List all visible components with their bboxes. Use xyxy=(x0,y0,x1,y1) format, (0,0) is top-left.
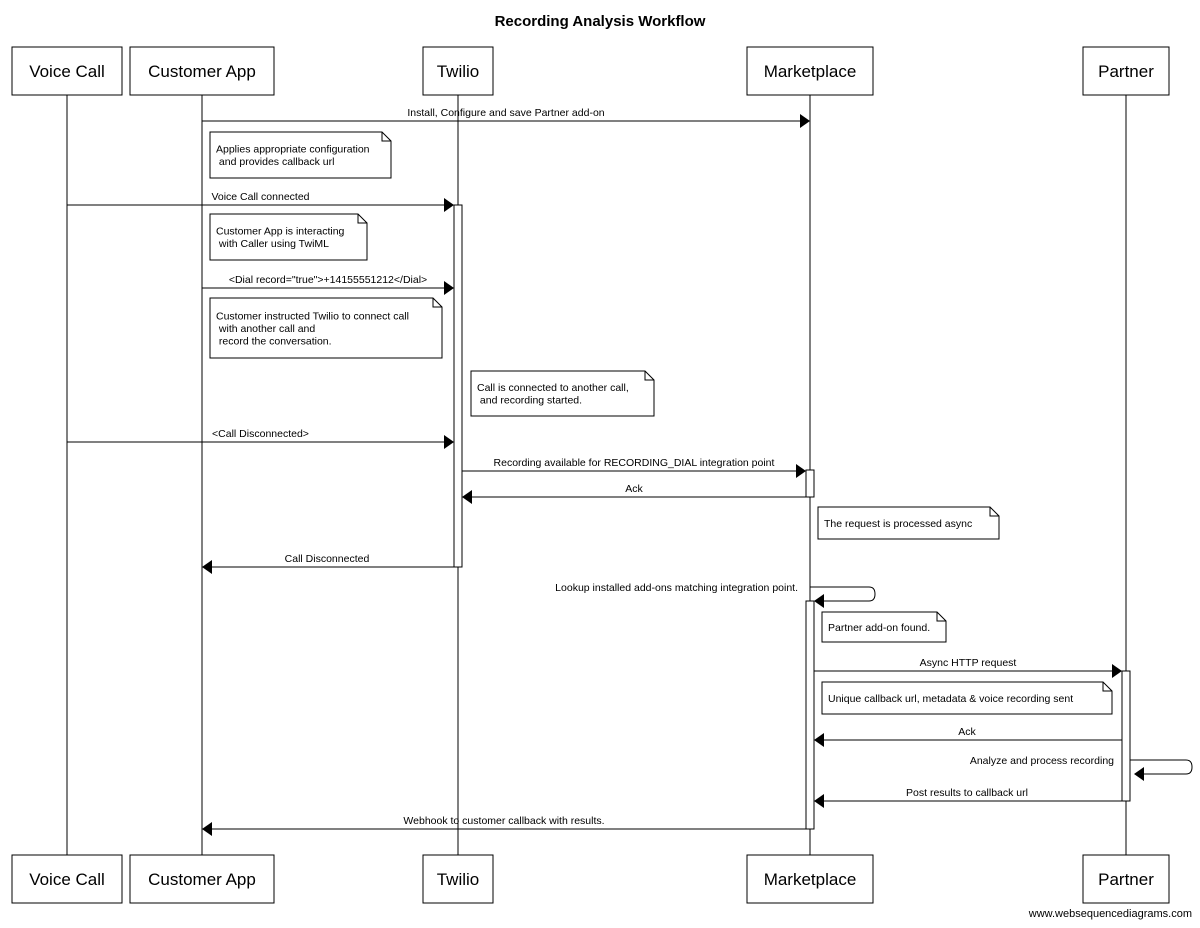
note: The request is processed async xyxy=(817,506,1000,540)
arrowhead xyxy=(444,198,454,212)
participant-label: Marketplace xyxy=(764,62,857,81)
message-arrow: <Call Disconnected> xyxy=(67,428,454,449)
arrowhead xyxy=(796,464,806,478)
message-arrow: Webhook to customer callback with result… xyxy=(202,815,806,836)
arrowhead xyxy=(444,435,454,449)
arrowhead xyxy=(202,560,212,574)
participant-label: Customer App xyxy=(148,62,256,81)
notes: Applies appropriate configuration and pr… xyxy=(209,131,1113,715)
note: Partner add-on found. xyxy=(821,611,947,643)
participant-label: Voice Call xyxy=(29,870,105,889)
participant-label: Twilio xyxy=(437,62,480,81)
note-text: with Caller using TwiML xyxy=(216,238,329,250)
message-arrow: Analyze and process recording xyxy=(970,755,1193,781)
message-label: Post results to callback url xyxy=(906,787,1028,799)
note-text: The request is processed async xyxy=(824,518,972,530)
arrowhead xyxy=(1112,664,1122,678)
message-label: Recording available for RECORDING_DIAL i… xyxy=(494,457,775,469)
activation-bar-market xyxy=(805,600,815,830)
message-arrow: Recording available for RECORDING_DIAL i… xyxy=(462,457,806,478)
message-label: Call Disconnected xyxy=(285,553,370,565)
note: Customer App is interacting with Caller … xyxy=(209,213,368,261)
participant-label: Voice Call xyxy=(29,62,105,81)
message-label: Ack xyxy=(625,483,643,495)
note: Applies appropriate configuration and pr… xyxy=(209,131,392,179)
arrowhead xyxy=(462,490,472,504)
participant-app-bottom: Customer App xyxy=(129,854,275,904)
participant-partner-bottom: Partner xyxy=(1082,854,1170,904)
note: Call is connected to another call, and r… xyxy=(470,370,655,417)
arrowhead xyxy=(814,733,824,747)
participant-app-top: Customer App xyxy=(129,46,275,96)
participant-label: Partner xyxy=(1098,62,1154,81)
participant-twilio-top: Twilio xyxy=(422,46,494,96)
message-label: Analyze and process recording xyxy=(970,755,1114,767)
message-label: Lookup installed add-ons matching integr… xyxy=(555,582,798,594)
message-arrow: Voice Call connected xyxy=(67,191,454,212)
arrowhead xyxy=(814,794,824,808)
participant-label: Partner xyxy=(1098,870,1154,889)
message-arrow: Post results to callback url xyxy=(814,787,1122,808)
participant-label: Twilio xyxy=(437,870,480,889)
participant-market-top: Marketplace xyxy=(746,46,874,96)
participant-label: Customer App xyxy=(148,870,256,889)
participant-voice-bottom: Voice Call xyxy=(11,854,123,904)
footer-credit: www.websequencediagrams.com xyxy=(1028,908,1192,920)
participant-voice-top: Voice Call xyxy=(11,46,123,96)
activation-bar-partner xyxy=(1121,670,1131,802)
note-text: Partner add-on found. xyxy=(828,622,930,634)
participant-label: Marketplace xyxy=(764,870,857,889)
note-text: Applies appropriate configuration xyxy=(216,144,370,156)
arrowhead xyxy=(202,822,212,836)
message-arrow: Call Disconnected xyxy=(202,553,454,574)
note-text: and provides callback url xyxy=(216,156,334,168)
activation-bar-market xyxy=(805,469,815,498)
note-text: Customer instructed Twilio to connect ca… xyxy=(216,310,409,322)
note-text: with another call and xyxy=(216,323,315,335)
message-arrow: Install, Configure and save Partner add-… xyxy=(202,107,810,128)
arrowhead xyxy=(800,114,810,128)
note-text: and recording started. xyxy=(477,395,582,407)
activations xyxy=(453,204,1131,830)
message-arrow: Ack xyxy=(462,483,806,504)
message-arrow: Lookup installed add-ons matching integr… xyxy=(555,582,876,608)
participant-twilio-bottom: Twilio xyxy=(422,854,494,904)
messages: Install, Configure and save Partner add-… xyxy=(67,107,1193,836)
message-label: Webhook to customer callback with result… xyxy=(403,815,604,827)
message-label: <Dial record="true">+14155551212</Dial> xyxy=(229,274,427,286)
participant-partner-top: Partner xyxy=(1082,46,1170,96)
message-label: Voice Call connected xyxy=(211,191,309,203)
message-label: <Call Disconnected> xyxy=(212,428,309,440)
note-text: Unique callback url, metadata & voice re… xyxy=(828,693,1073,705)
participant-market-bottom: Marketplace xyxy=(746,854,874,904)
message-arrow: Ack xyxy=(814,726,1122,747)
arrowhead xyxy=(1134,767,1144,781)
message-label: Async HTTP request xyxy=(920,657,1017,669)
message-arrow: Async HTTP request xyxy=(814,657,1122,678)
activation-bar-twilio xyxy=(453,204,463,568)
message-label: Install, Configure and save Partner add-… xyxy=(407,107,604,119)
diagram-title: Recording Analysis Workflow xyxy=(495,13,706,30)
note-text: Customer App is interacting xyxy=(216,226,345,238)
arrowhead xyxy=(814,594,824,608)
arrowhead xyxy=(444,281,454,295)
note: Unique callback url, metadata & voice re… xyxy=(821,681,1113,715)
message-arrow: <Dial record="true">+14155551212</Dial> xyxy=(202,274,454,295)
lifelines xyxy=(66,95,1127,855)
note-text: Call is connected to another call, xyxy=(477,382,629,394)
note-text: record the conversation. xyxy=(216,335,332,347)
message-label: Ack xyxy=(958,726,976,738)
note: Customer instructed Twilio to connect ca… xyxy=(209,297,443,359)
